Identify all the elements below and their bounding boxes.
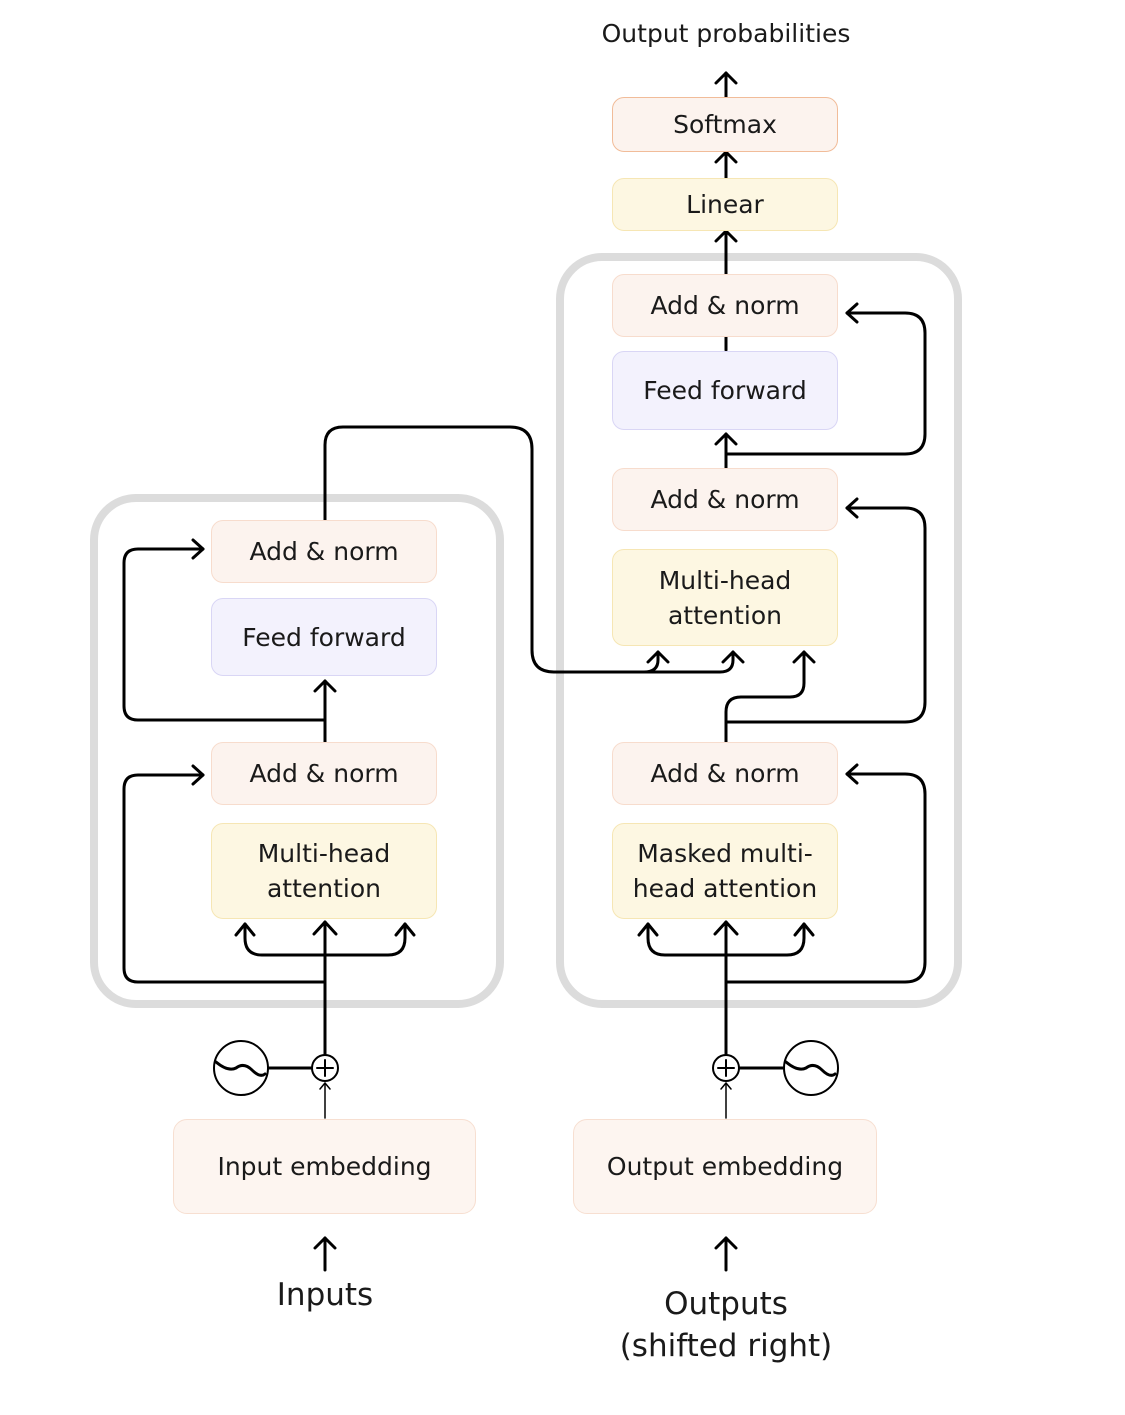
decoder-branch-right	[724, 922, 806, 957]
arrowhead	[646, 650, 670, 664]
encoder-layer-frame	[90, 494, 504, 1008]
encoder-residual-2	[122, 547, 327, 722]
encoder-attention: Multi-head attention	[211, 823, 437, 919]
output-embedding-label: Output embedding	[606, 1152, 844, 1181]
arrowhead	[191, 764, 205, 786]
outputs-label: Outputs (shifted right)	[619, 1286, 833, 1364]
arrowhead	[713, 920, 739, 936]
decoder-add-norm-bottom-label: Add & norm	[650, 759, 800, 788]
decoder-residual-3	[724, 311, 927, 456]
arrowhead	[714, 1236, 738, 1250]
decoder-residual-1	[724, 772, 927, 984]
arrowhead	[845, 763, 859, 785]
encoder-add-norm-bottom: Add & norm	[211, 742, 437, 805]
arrowhead	[637, 922, 659, 937]
decoder-add-norm-top-label: Add & norm	[650, 291, 800, 320]
linear-block: Linear	[612, 178, 838, 231]
sine-wave	[784, 1060, 837, 1077]
inputs-label: Inputs	[276, 1277, 374, 1313]
encoder-residual-1	[122, 773, 327, 984]
decoder-query	[724, 650, 806, 744]
arrowhead	[793, 922, 815, 937]
output-probabilities-label: Output probabilities	[601, 19, 851, 48]
decoder-feed-forward: Feed forward	[612, 351, 838, 430]
encoder-add-norm-top: Add & norm	[211, 520, 437, 583]
arrowhead	[845, 497, 859, 519]
decoder-add-norm-top: Add & norm	[612, 274, 838, 337]
arrowhead	[845, 302, 859, 324]
arrowhead	[394, 922, 416, 937]
softmax-block: Softmax	[612, 97, 838, 152]
arrowhead	[319, 1082, 331, 1090]
decoder-layer-frame	[556, 253, 962, 1008]
sine-wave	[214, 1060, 267, 1077]
arrowhead	[714, 229, 738, 243]
arrowhead	[234, 922, 256, 937]
decoder-add-norm-bottom: Add & norm	[612, 742, 838, 805]
linear-label: Linear	[686, 190, 764, 219]
decoder-branch-left	[646, 922, 728, 957]
arrowhead	[792, 650, 816, 664]
input-embedding-label: Input embedding	[217, 1152, 432, 1181]
decoder-add-norm-middle: Add & norm	[612, 468, 838, 531]
encoder-feed-forward-label: Feed forward	[242, 622, 406, 652]
decoder-masked-attention: Masked multi- head attention	[612, 823, 838, 919]
encoder-add-norm-top-label: Add & norm	[249, 537, 399, 566]
encoder-attention-label: Multi-head attention	[257, 839, 391, 903]
encoder-feed-forward: Feed forward	[211, 598, 437, 676]
decoder-feed-forward-label: Feed forward	[643, 376, 807, 405]
arrowhead	[191, 538, 205, 560]
input-embedding: Input embedding	[173, 1119, 476, 1214]
decoder-cross-attention-label: Multi-head attention	[658, 565, 792, 630]
arrowhead	[714, 150, 738, 164]
arrowhead	[313, 1236, 337, 1250]
decoder-masked-attention-label: Masked multi- head attention	[632, 839, 818, 903]
output-embedding: Output embedding	[573, 1119, 877, 1214]
encoder-branch-left	[243, 922, 327, 957]
arrowhead	[721, 650, 745, 664]
decoder-residual-2	[724, 506, 927, 724]
encoder-add-norm-bottom-label: Add & norm	[249, 759, 399, 788]
encoder-to-decoder-k	[642, 650, 660, 674]
arrowhead	[720, 1082, 732, 1090]
softmax-label: Softmax	[673, 110, 777, 139]
encoder-to-decoder	[323, 425, 735, 674]
arrowhead	[312, 920, 338, 936]
encoder-branch-right	[323, 922, 407, 957]
positional-encoding-icon	[783, 1040, 839, 1096]
decoder-cross-attention: Multi-head attention	[612, 549, 838, 646]
positional-encoding-icon	[213, 1040, 269, 1096]
arrowhead	[714, 71, 738, 85]
arrowhead	[313, 679, 337, 693]
decoder-add-norm-middle-label: Add & norm	[650, 485, 800, 514]
arrowhead	[714, 432, 738, 446]
